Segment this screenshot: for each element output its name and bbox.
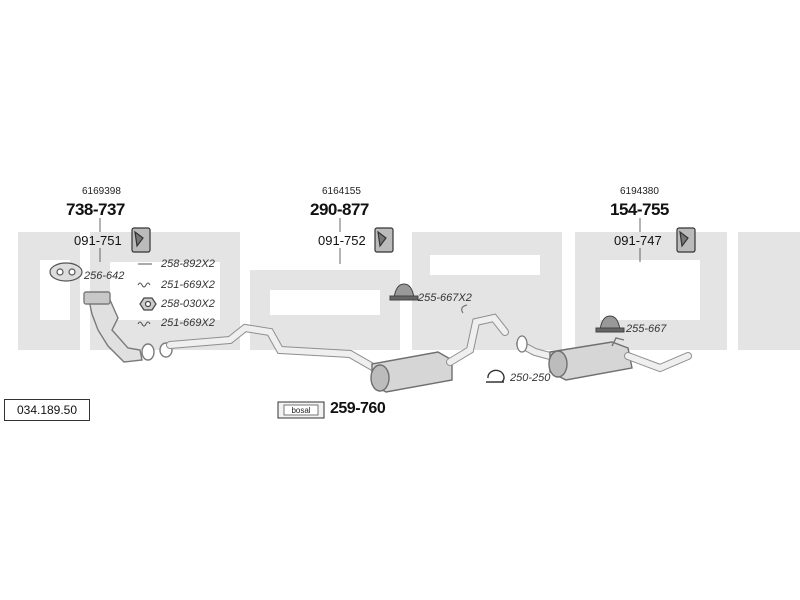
fitting-part-2: 251-669X2 [161, 279, 215, 291]
hanger-part-1: 091-751 [74, 233, 122, 248]
center-pipe [159, 323, 382, 374]
gasket-icon [49, 262, 83, 282]
fitting-part-4: 251-669X2 [161, 317, 215, 329]
spring-icon [137, 282, 151, 288]
oe-number-1: 6169398 [82, 186, 121, 197]
nut-icon [139, 297, 157, 311]
bosal-kit-box: bosal [277, 401, 325, 419]
bracket-icon [131, 227, 151, 253]
gasket-part: 256-642 [84, 270, 125, 282]
clamp-part: 250-250 [510, 372, 551, 384]
center-muffler [370, 351, 453, 393]
bracket-icon [676, 227, 696, 253]
main-part-3: 154-755 [610, 200, 669, 219]
main-part-2: 290-877 [310, 200, 369, 219]
bosal-kit-part: 259-760 [330, 400, 386, 417]
hanger-part-2: 091-752 [318, 233, 366, 248]
fitting-part-1: 258-892X2 [161, 258, 215, 270]
tail-pipe [611, 337, 692, 373]
spring-icon [137, 321, 151, 327]
oe-number-2: 6164155 [322, 186, 361, 197]
oe-number-3: 6194380 [620, 186, 659, 197]
rubber-mount-icon [595, 315, 625, 333]
front-pipe [83, 291, 155, 363]
rear-pipe [516, 335, 554, 360]
svg-text:bosal: bosal [291, 406, 310, 415]
rubber-mount-left-part: 255-667X2 [418, 292, 472, 304]
reference-number: 034.189.50 [4, 399, 90, 421]
clamp-icon [486, 369, 505, 383]
hanger-part-3: 091-747 [614, 233, 662, 248]
rubber-mount-right-part: 255-667 [626, 323, 667, 335]
center-pipe-outlet [446, 304, 509, 366]
main-part-1: 738-737 [66, 200, 125, 219]
rubber-mount-icon [389, 283, 419, 301]
fitting-part-3: 258-030X2 [161, 298, 215, 310]
rear-muffler [548, 341, 633, 381]
bracket-icon [374, 227, 394, 253]
